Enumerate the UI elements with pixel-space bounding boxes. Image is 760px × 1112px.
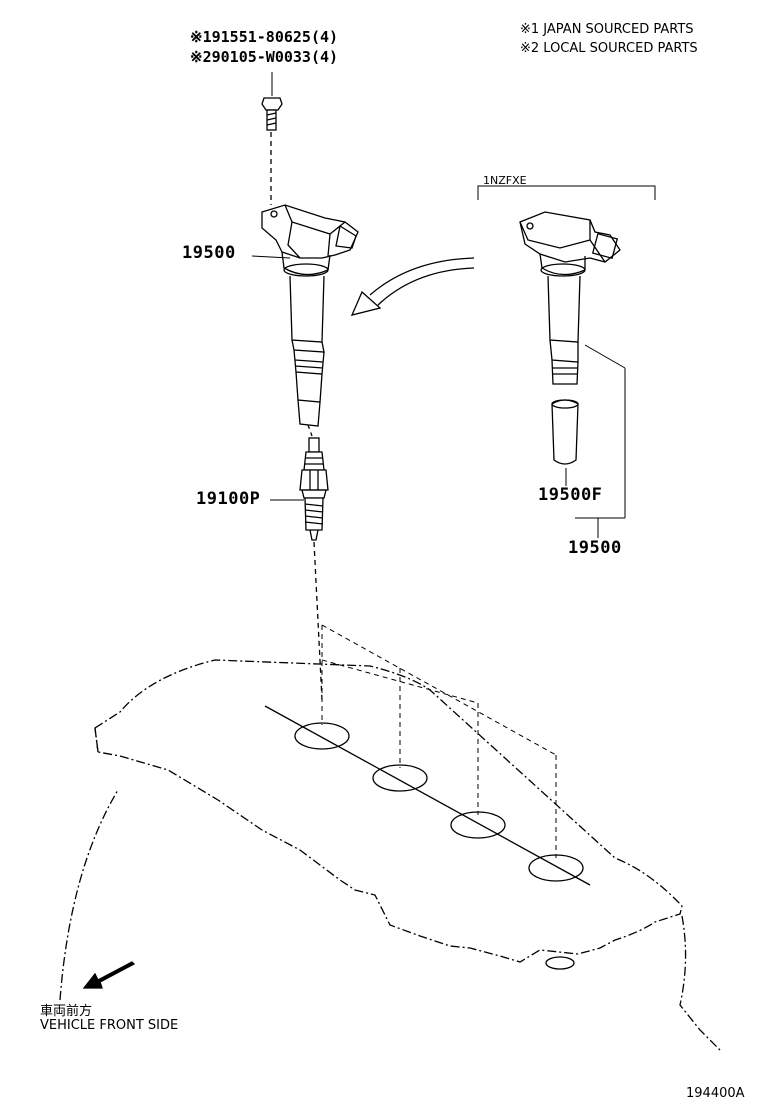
front-direction-arrow bbox=[82, 961, 136, 989]
cylinder-head-drawing bbox=[59, 659, 721, 1051]
part-label-coil-alt[interactable]: 19500 bbox=[568, 538, 622, 558]
spark-plug-drawing bbox=[270, 437, 329, 701]
ignition-coil-main-drawing bbox=[251, 204, 359, 437]
alternate-coil-drawing bbox=[477, 185, 656, 538]
legend-japan-sourced: ※1 JAPAN SOURCED PARTS bbox=[520, 22, 694, 37]
alignment-dashed-lines bbox=[321, 624, 557, 858]
direction-label-japanese: 車両前方 bbox=[40, 1004, 93, 1019]
bolt-drawing bbox=[261, 72, 283, 205]
direction-label-english: VEHICLE FRONT SIDE bbox=[40, 1018, 179, 1033]
alternate-coil-arrow bbox=[350, 257, 475, 316]
engine-variant-label: 1NZFXE bbox=[483, 174, 527, 187]
part-label-spark-plug[interactable]: 19100P bbox=[196, 489, 261, 509]
bolt-part-number-2: ※290105-W0033(4) bbox=[190, 48, 339, 66]
part-label-coil-main[interactable]: 19500 bbox=[182, 243, 236, 263]
bolt-part-number-1: ※191551-80625(4) bbox=[190, 28, 339, 46]
spark-plug-holes bbox=[264, 705, 591, 970]
legend-local-sourced: ※2 LOCAL SOURCED PARTS bbox=[520, 41, 698, 56]
figure-code: 194400A bbox=[686, 1086, 745, 1101]
part-label-coil-alt-sub[interactable]: 19500F bbox=[538, 485, 603, 505]
